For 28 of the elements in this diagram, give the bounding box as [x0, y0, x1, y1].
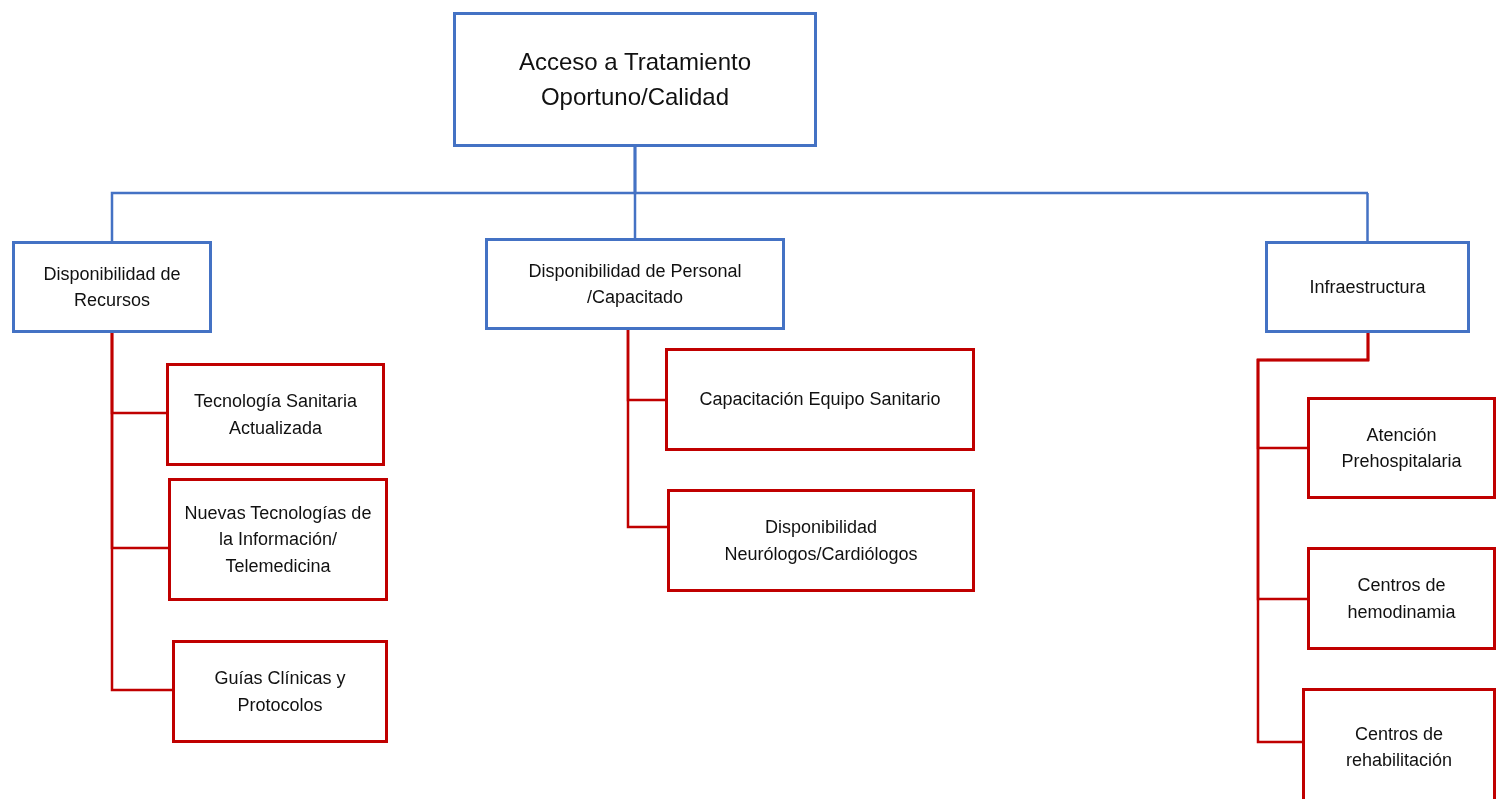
box-label: Atención Prehospitalaria [1340, 423, 1463, 473]
text-box [1265, 241, 1470, 333]
text-box [168, 478, 388, 601]
box-label: Tecnología Sanitaria Actualizada [192, 390, 359, 440]
text-box [453, 12, 817, 147]
text-box [665, 348, 975, 451]
box-label: Centros de hemodinamia [1346, 574, 1457, 624]
text-box [667, 489, 975, 592]
text-box [1307, 397, 1496, 499]
connector-line [1256, 333, 1370, 744]
box-label: Guías Clínicas y Protocolos [213, 667, 347, 717]
box-label: Infraestructura [1309, 275, 1426, 299]
box-label: Capacitación Equipo Sanitario [699, 388, 941, 412]
text-box [1302, 688, 1496, 799]
text-box [172, 640, 388, 743]
connector-line [110, 333, 172, 692]
box-label: Disponibilidad Neurólogos/Cardiólogos [723, 516, 919, 566]
text-box [1307, 547, 1496, 650]
connector-line [626, 330, 667, 529]
text-box [485, 238, 785, 330]
box-label: Disponibilidad de Personal /Capacitado [527, 259, 743, 309]
text-box [166, 363, 385, 466]
connector-line [633, 147, 1370, 241]
box-label: Nuevas Tecnologías de la Información/ Telemedicina [183, 502, 373, 578]
box-label: Centros de rehabilitación [1344, 722, 1454, 772]
box-label: Disponibilidad de Recursos [42, 262, 182, 312]
box-label: Acceso a Tratamiento Oportuno/Calidad [517, 46, 753, 112]
text-box [12, 241, 212, 333]
